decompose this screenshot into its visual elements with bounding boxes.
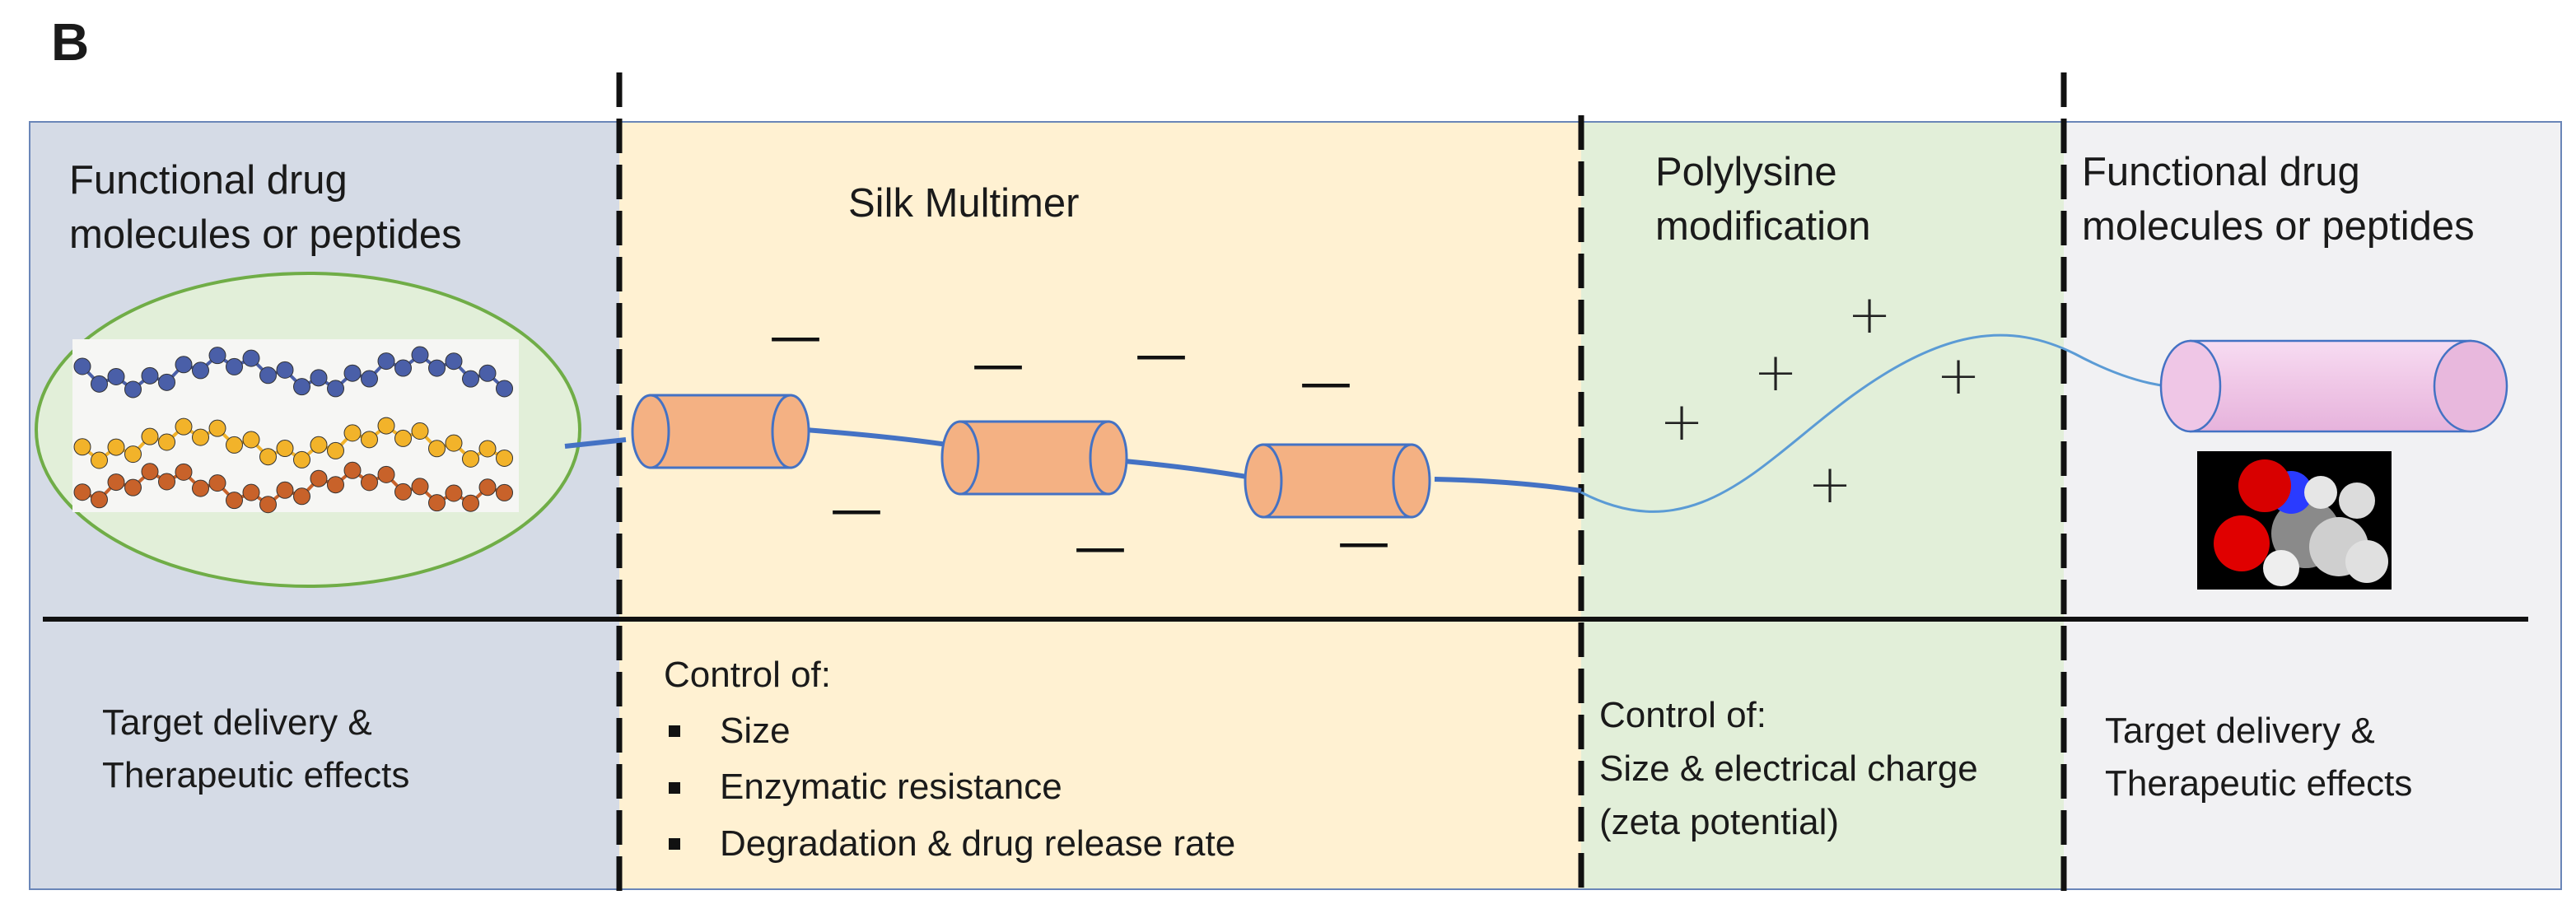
linker-1 — [805, 427, 948, 447]
section-polylysine-bg — [1581, 122, 2064, 889]
peptide-chains — [73, 346, 513, 514]
list-item: Enzymatic resistance — [664, 759, 1235, 815]
linker-2 — [1123, 459, 1253, 480]
molecule-ball-model-image — [2197, 451, 2392, 590]
section-dividers — [616, 72, 2067, 897]
drug-left-title-line2: molecules or peptides — [69, 212, 462, 258]
negative-charge-symbol: — — [1135, 324, 1188, 385]
negative-charges: — — — — — — — — [769, 306, 1390, 578]
silk-cylinder-3 — [1244, 443, 1431, 519]
positive-charges: +++++ — [1659, 285, 1981, 515]
drug-left-effects-line1: Target delivery & — [102, 702, 372, 743]
drug-right-effects: Target delivery & Therapeutic effects — [2105, 705, 2412, 810]
silk-controls-list: Size Enzymatic resistance Degradation & … — [664, 703, 1235, 872]
negative-charge-symbol: — — [1300, 352, 1352, 413]
polylysine-controls-line1: Size & electrical charge — [1599, 748, 1978, 790]
negative-charge-symbol: — — [972, 334, 1024, 395]
polylysine-title: Polylysine modification — [1655, 145, 1870, 254]
panel-label: B — [51, 12, 90, 72]
drug-right-effects-line1: Target delivery & — [2105, 711, 2375, 751]
polylysine-strand — [1580, 333, 2224, 513]
list-item: Size — [664, 703, 1235, 759]
positive-charge-symbol: + — [1808, 454, 1852, 515]
drug-left-effects: Target delivery & Therapeutic effects — [102, 697, 409, 802]
silk-cylinder-2 — [940, 420, 1128, 496]
positive-charge-symbol: + — [1847, 285, 1892, 346]
peptide-chain-orange — [73, 461, 513, 514]
positive-charge-symbol: + — [1936, 346, 1981, 407]
drug-right-effects-line2: Therapeutic effects — [2105, 762, 2413, 804]
list-item: Degradation & drug release rate — [664, 816, 1235, 872]
peptide-chain-blue — [73, 346, 513, 399]
linker-3 — [1434, 477, 1582, 493]
peptide-chain-yellow — [73, 417, 513, 469]
polylysine-title-line1: Polylysine — [1655, 150, 1837, 194]
polylysine-controls-line2: (zeta potential) — [1599, 802, 1840, 843]
silk-title: Silk Multimer — [848, 181, 1080, 226]
negative-charge-symbol: — — [1074, 517, 1127, 578]
negative-charge-symbol: — — [769, 306, 822, 367]
negative-charge-symbol: — — [830, 479, 883, 540]
polylysine-title-line2: modification — [1655, 204, 1871, 249]
polylysine-controls: Control of: Size & electrical charge (ze… — [1599, 688, 1978, 849]
silk-linkers — [805, 427, 1582, 493]
outer-border — [29, 121, 2562, 890]
negative-charge-symbol: — — [1337, 512, 1390, 573]
drug-left-title: Functional drug molecules or peptides — [69, 153, 462, 262]
positive-charge-symbol: + — [1753, 343, 1798, 403]
drug-left-title-line1: Functional drug — [69, 158, 348, 203]
silk-cylinder-1 — [631, 394, 810, 469]
linker-ellipse — [564, 437, 627, 449]
drug-right-title-line1: Functional drug — [2082, 150, 2360, 194]
drug-cylinder — [2159, 339, 2508, 433]
silk-controls: Control of: Size Enzymatic resistance De… — [664, 647, 1235, 872]
positive-charge-symbol: + — [1659, 392, 1704, 453]
polylysine-controls-heading: Control of: — [1599, 695, 1766, 735]
drug-right-title: Functional drug molecules or peptides — [2082, 145, 2475, 254]
silk-controls-heading: Control of: — [664, 655, 831, 695]
drug-right-title-line2: molecules or peptides — [2082, 204, 2475, 249]
drug-left-effects-line2: Therapeutic effects — [102, 754, 410, 795]
